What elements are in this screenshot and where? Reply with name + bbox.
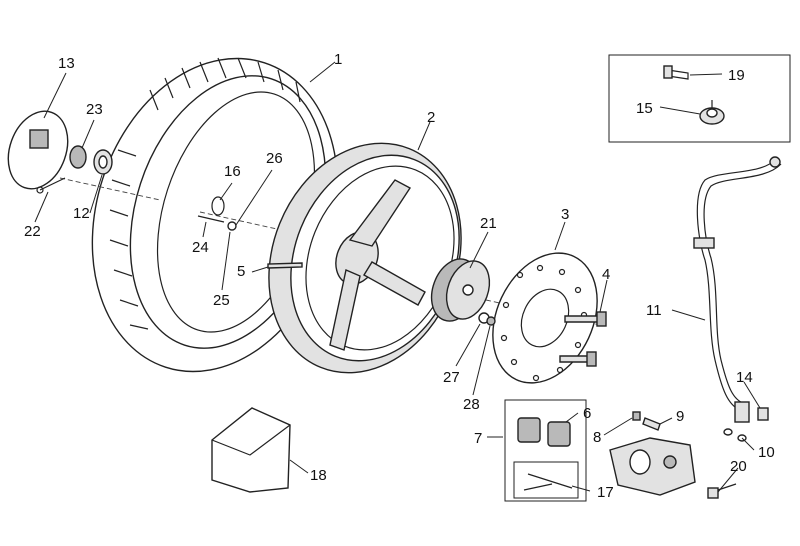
- brake-caliper: [609, 437, 696, 496]
- wheel-rim: [268, 142, 462, 374]
- callout-labels: 1 2 3 4 5 6 7 8 9 10 11 12 13 14 15 16 1…: [24, 51, 775, 501]
- bleeder-8-9: [632, 411, 661, 431]
- callout-14: 14: [736, 369, 753, 386]
- callout-11: 11: [646, 302, 662, 319]
- instruction-booklet: [211, 407, 291, 493]
- callout-6: 6: [583, 405, 591, 422]
- callout-2: 2: [427, 109, 435, 126]
- callout-10: 10: [758, 444, 775, 461]
- callout-8: 8: [593, 429, 601, 446]
- leader-lines: [34, 61, 761, 493]
- callout-28: 28: [463, 396, 480, 413]
- kit-box-pads: [504, 399, 587, 502]
- callout-25: 25: [213, 292, 230, 309]
- kit-box-pins: [513, 461, 579, 499]
- callout-20: 20: [730, 458, 747, 475]
- callout-15: 15: [636, 100, 653, 117]
- callout-12: 12: [73, 205, 90, 222]
- callout-13: 13: [58, 55, 75, 72]
- callout-22: 22: [24, 223, 41, 240]
- spacer-16: [211, 196, 225, 216]
- callout-4: 4: [602, 266, 610, 283]
- callout-7: 7: [474, 430, 482, 447]
- bearing-23: [69, 145, 87, 169]
- callout-16: 16: [224, 163, 241, 180]
- callout-9: 9: [676, 408, 684, 425]
- banjo-bolt-19: [663, 65, 689, 80]
- brake-pads-6: [517, 417, 571, 447]
- brake-disc: [492, 252, 598, 384]
- callout-18: 18: [310, 467, 327, 484]
- cotter-pin-22: [36, 177, 66, 194]
- valve-5: [267, 262, 303, 269]
- callout-23: 23: [86, 101, 103, 118]
- banjo-15: [699, 100, 725, 125]
- disc-bolts: [559, 311, 607, 367]
- bolt-14: [757, 407, 769, 421]
- brake-hose: [693, 156, 782, 423]
- callout-17: 17: [597, 484, 614, 501]
- callout-3: 3: [561, 206, 569, 223]
- washer-27: [478, 312, 496, 326]
- callout-5: 5: [237, 263, 245, 280]
- callout-24: 24: [192, 239, 209, 256]
- callout-27: 27: [443, 369, 460, 386]
- bearing-12: [93, 149, 113, 175]
- drive-plate: [7, 110, 69, 190]
- hub-drum: [430, 258, 491, 322]
- callout-1: 1: [334, 51, 342, 68]
- pins-17: [523, 473, 573, 491]
- callout-21: 21: [480, 215, 497, 232]
- bolt-20: [707, 483, 737, 499]
- kit-box-top: [608, 54, 791, 143]
- bolt-24: [197, 215, 237, 231]
- callout-19: 19: [728, 67, 745, 84]
- callout-26: 26: [266, 150, 283, 167]
